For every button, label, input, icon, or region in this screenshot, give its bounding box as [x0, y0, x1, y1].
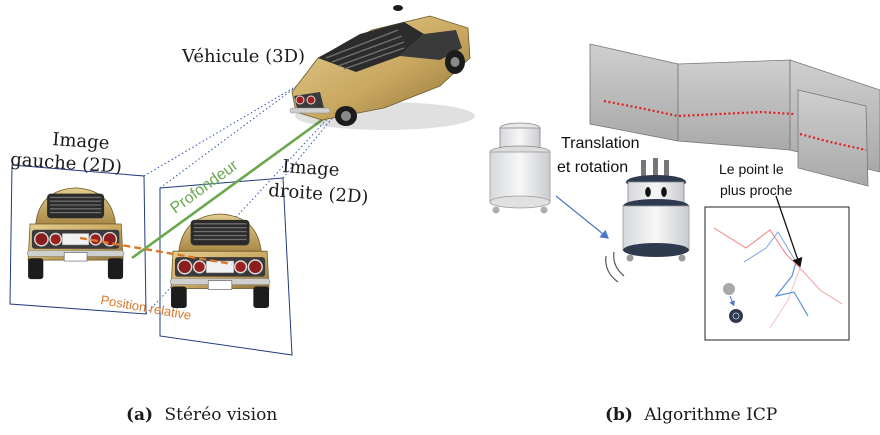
icp-inset-contents [713, 195, 843, 329]
motion-label-line2: et rotation [557, 159, 628, 176]
motion-arrow [555, 195, 609, 239]
robot-previous-pose [489, 122, 551, 214]
wall-scan-points [603, 99, 867, 152]
robot-current-pose [622, 158, 690, 262]
caption-a-letter: (a) [126, 405, 153, 425]
left-image-label-line1: Image [52, 129, 110, 154]
wall-panels [589, 43, 880, 187]
caption-b: (b) Algorithme ICP [605, 405, 777, 425]
vehicle-3d [289, 5, 475, 130]
relative-position-line [79, 236, 233, 266]
depth-line [131, 110, 334, 260]
motion-swoosh [605, 251, 625, 283]
caption-b-text: Algorithme ICP [643, 405, 777, 425]
right-image-label-line1: Image [282, 156, 340, 181]
caption-a: (a) Stéréo vision [126, 405, 277, 425]
closest-point-label-line2: plus proche [720, 182, 793, 198]
vehicle-label: Véhicule (3D) [181, 46, 305, 67]
caption-b-letter: (b) [605, 405, 633, 425]
motion-label-line1: Translation [561, 135, 640, 152]
closest-point-label-line1: Le point le [719, 161, 784, 177]
icp-inset-box [704, 206, 850, 341]
caption-a-text: Stéréo vision [165, 405, 278, 425]
